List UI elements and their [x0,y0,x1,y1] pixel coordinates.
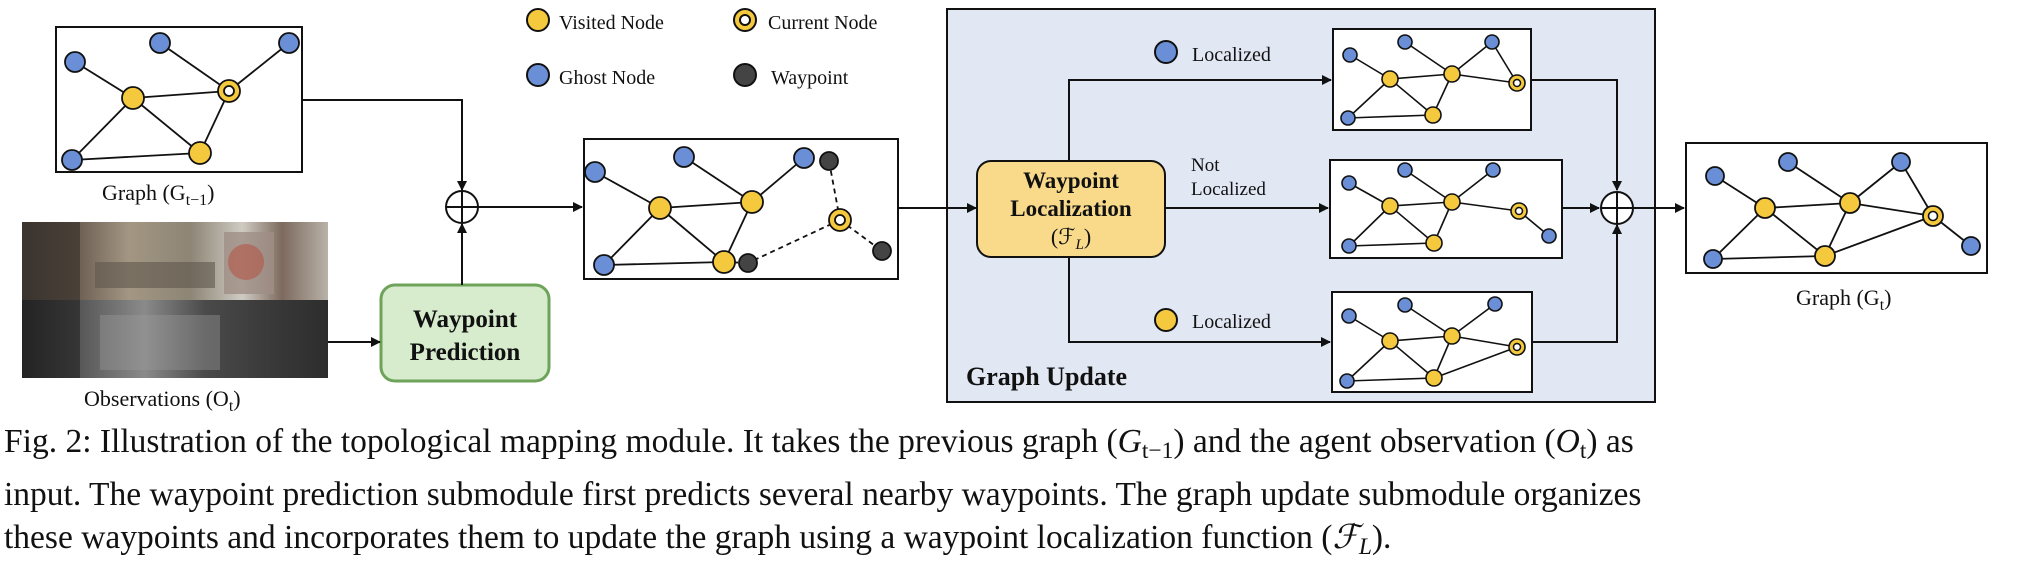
localization-function-label: (ℱL) [1051,224,1091,253]
observations-image [22,222,328,378]
graph-output [1685,142,1988,274]
graph-previous-label: Graph (Gt−1) [102,180,215,209]
caption-line-2: input. The waypoint prediction submodule… [4,475,1642,513]
legend-ghost-label: Ghost Node [559,67,655,89]
caption-line-1: Fig. 2: Illustration of the topological … [4,423,1634,464]
branch-middle-label-1: Not [1191,155,1220,176]
graph-update-bottom [1331,291,1533,393]
waypoint-localization-label-2: Localization [1010,196,1132,221]
arrow-branch-bottom [1068,257,1331,347]
graph-with-waypoints [583,138,899,280]
graph-update-middle [1329,159,1563,259]
caption-line-3: these waypoints and incorporates them to… [4,518,1392,560]
figure-caption: Fig. 2: Illustration of the topological … [4,420,2014,569]
arrow-branch-top [1068,75,1332,161]
branch-middle-label-2: Localized [1191,179,1266,200]
graph-previous [55,26,303,173]
graph-update-title: Graph Update [966,362,1127,391]
legend-waypoint-icon [733,63,757,87]
waypoint-prediction-label-1: Waypoint [413,306,518,333]
observations-label: Observations (Ot) [84,386,241,415]
legend-visited-label: Visited Node [559,12,664,34]
arrow-bottom-to-sum [1532,224,1622,343]
sum-node-right [1600,191,1634,225]
branch-bottom-label: Localized [1192,311,1271,333]
sum-node-left [445,190,479,224]
legend-waypoint-label: Waypoint [771,67,849,89]
graph-update-top [1332,28,1532,131]
graph-output-label: Graph (Gt) [1796,285,1891,314]
branch-bottom-visited-icon [1154,308,1178,332]
arrow-graph-to-sum [302,99,467,191]
branch-top-ghost-icon [1154,40,1178,64]
topological-mapping-diagram: Graph Update Visited Node Current Node G… [22,8,1988,415]
waypoint-localization-label-1: Waypoint [1023,168,1119,193]
waypoint-prediction-block [379,283,551,383]
legend-ghost-node-icon [526,63,550,87]
waypoint-prediction-label-2: Prediction [410,339,521,366]
arrow-top-to-sum [1531,79,1622,191]
legend-visited-node-icon [526,8,550,32]
legend-current-label: Current Node [768,12,878,34]
legend: Visited Node Current Node Ghost Node Way… [526,8,878,89]
branch-top-label: Localized [1192,44,1271,66]
